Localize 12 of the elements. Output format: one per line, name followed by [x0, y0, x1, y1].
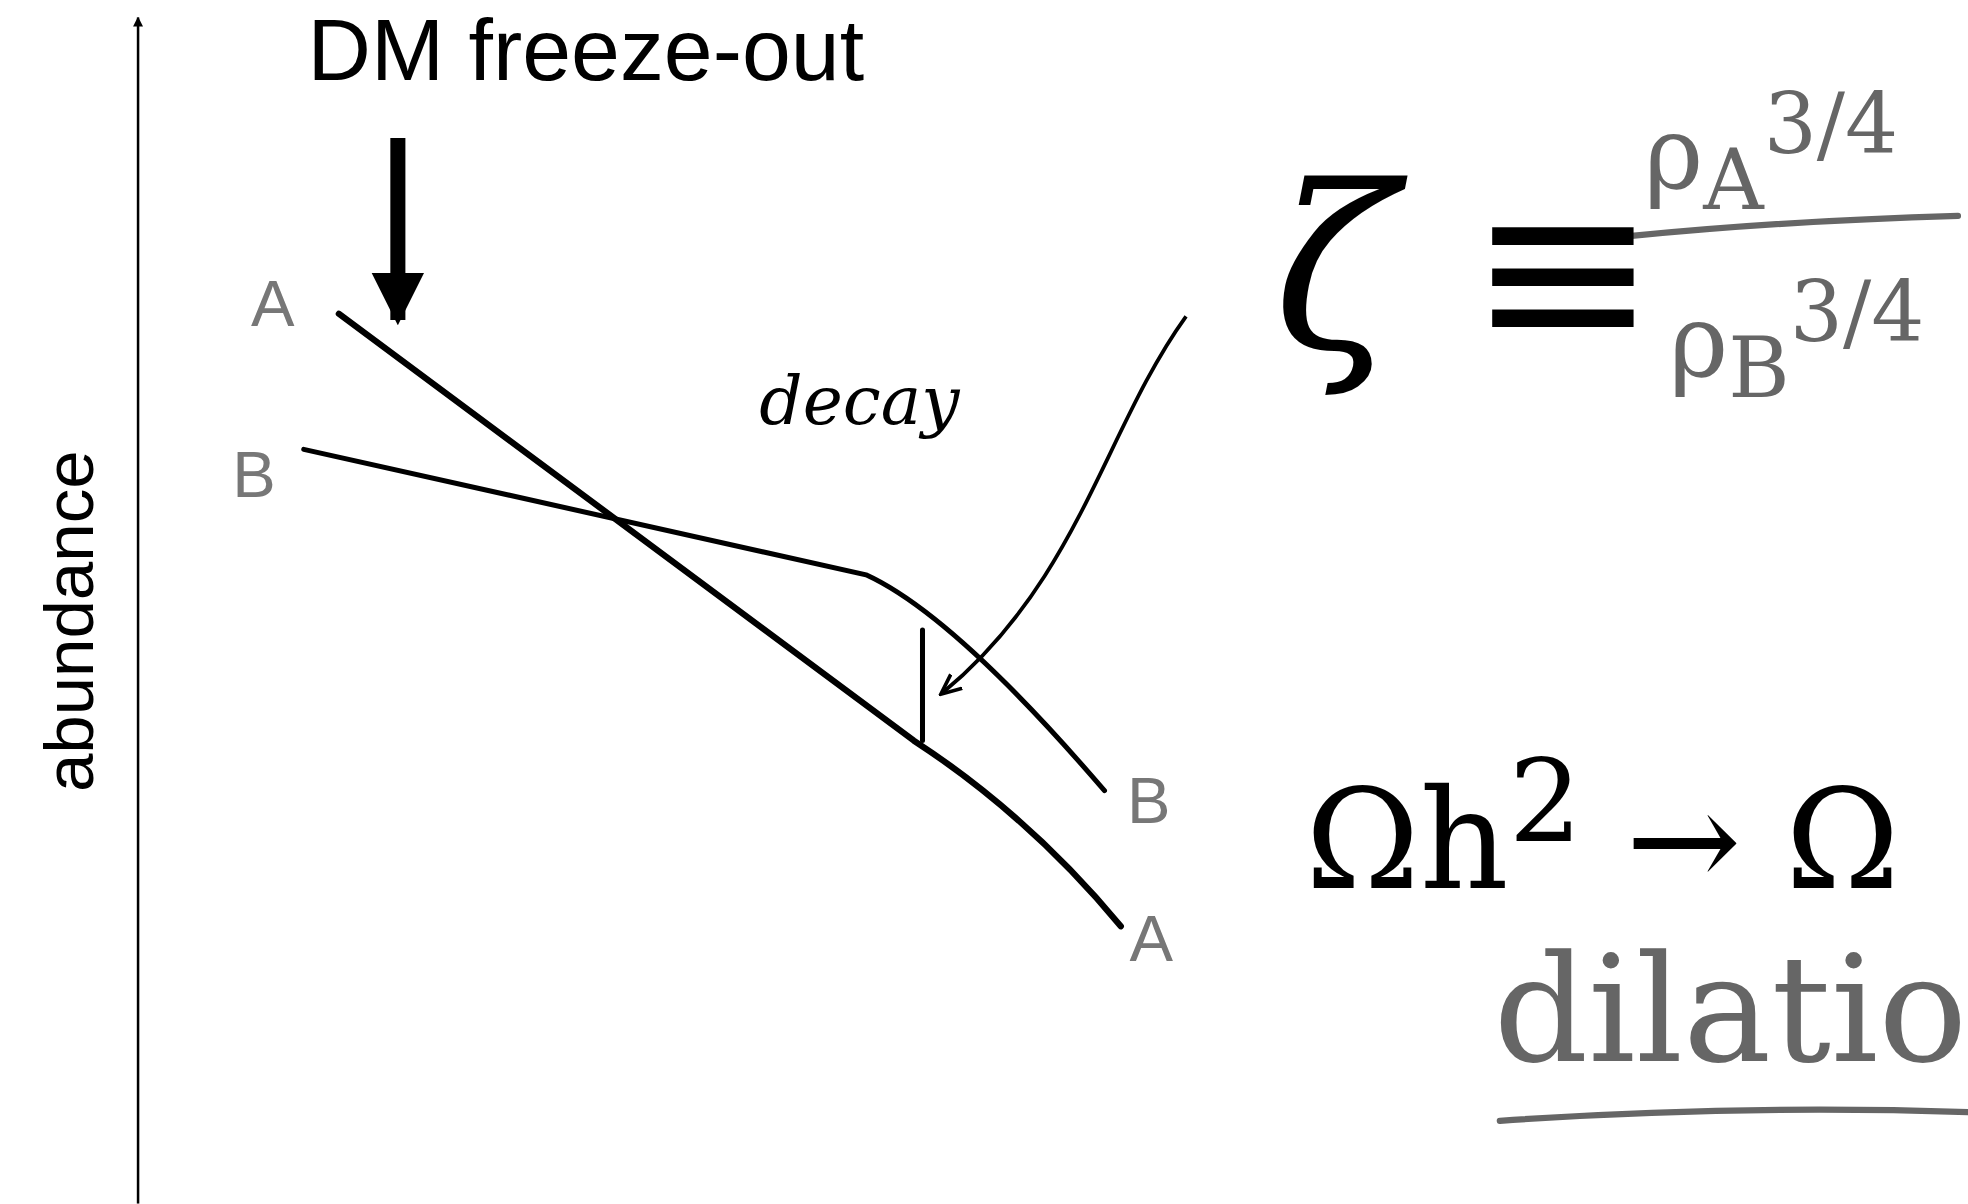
curve-label: A — [251, 266, 295, 342]
curve-label: B — [1127, 763, 1171, 839]
curve-label: B — [232, 437, 276, 513]
leader-arrow — [939, 315, 1188, 697]
annotation-text: decay — [759, 361, 960, 441]
axis-label: abundance — [29, 450, 109, 793]
gap-marker — [920, 627, 925, 743]
equation-text: Ωh$^{2}$ → Ω — [1305, 734, 1900, 921]
arrow — [371, 138, 425, 326]
curve-label: A — [1129, 901, 1174, 977]
heading-text: DM freeze-out — [307, 0, 865, 101]
annotation-text: dilatio — [1493, 922, 1968, 1096]
